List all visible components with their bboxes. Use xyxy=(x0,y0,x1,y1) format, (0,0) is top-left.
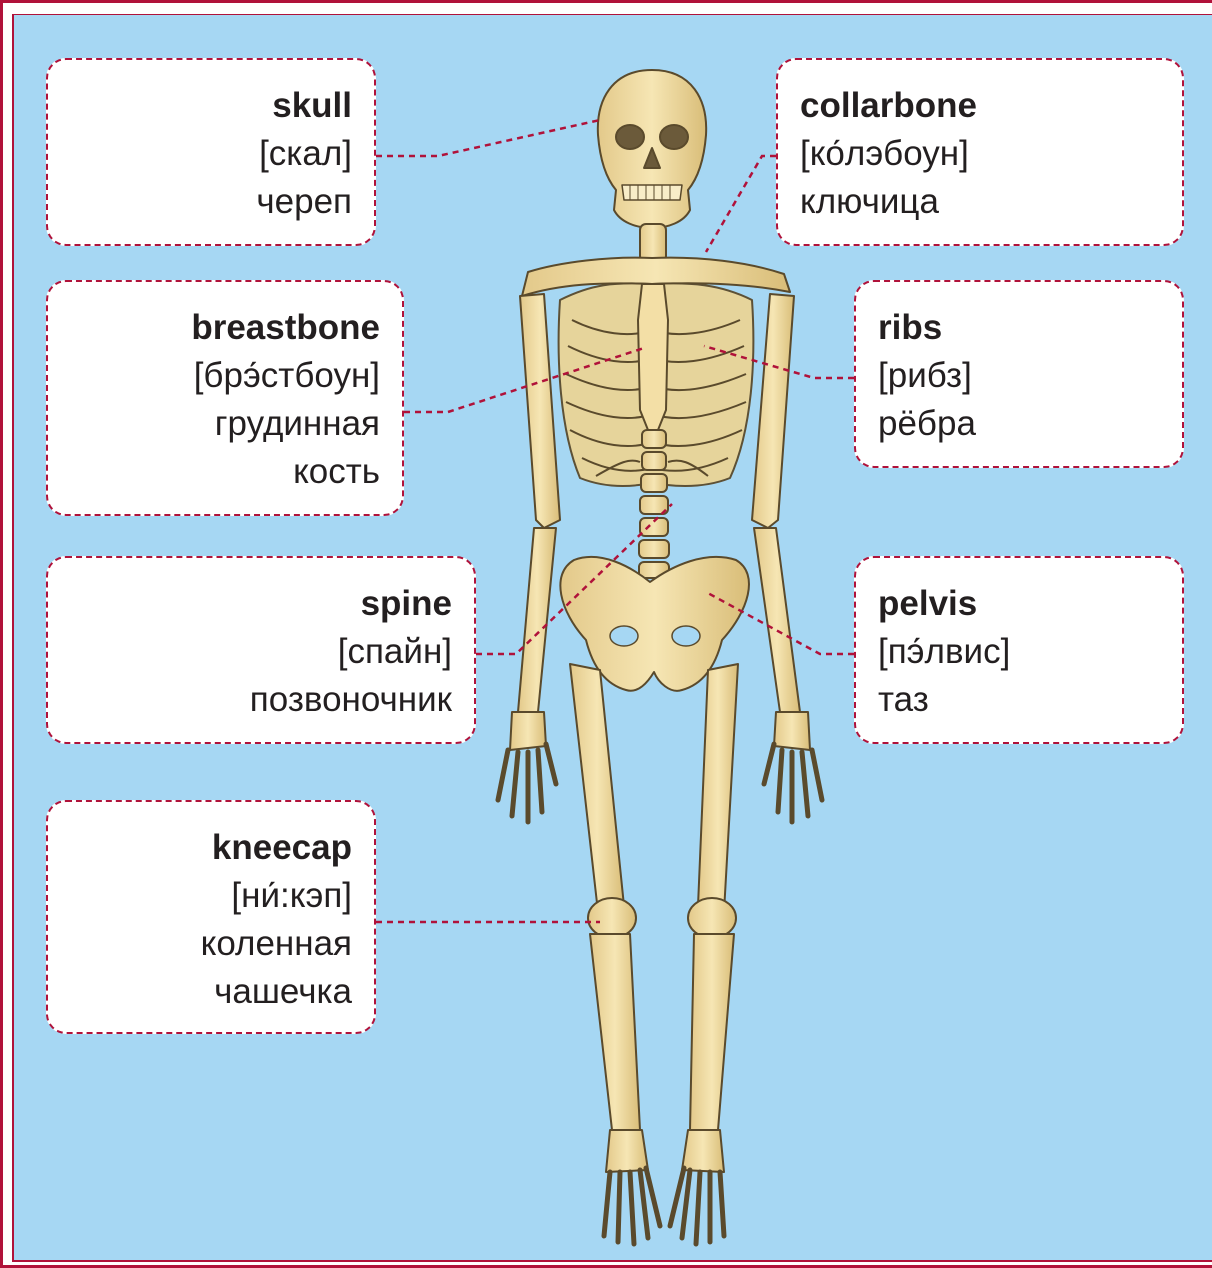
kneecap-transcription: [ни́:кэп] xyxy=(48,872,352,920)
breastbone-russian-line2: кость xyxy=(48,448,380,496)
right-kneecap xyxy=(688,898,736,938)
ribs-transcription: [рибз] xyxy=(878,352,1182,400)
kneecap-english: kneecap xyxy=(48,824,352,872)
skeleton-figure xyxy=(498,70,822,1244)
right-upper-arm xyxy=(752,294,794,528)
skull-russian: череп xyxy=(48,178,352,226)
spine-bone xyxy=(639,430,669,578)
pelvis-transcription: [пэ́лвис] xyxy=(878,628,1182,676)
spine-label: spine [спайн] позвоночник xyxy=(46,556,476,744)
neck-vertebrae xyxy=(640,224,666,262)
skull-bone xyxy=(598,70,706,228)
ribs-russian: рёбра xyxy=(878,400,1182,448)
collarbone-leader xyxy=(706,156,776,252)
collarbone-russian: ключица xyxy=(800,178,1182,226)
breastbone-russian: грудинная xyxy=(48,400,380,448)
kneecap-russian-line2: чашечка xyxy=(48,968,352,1016)
left-thigh xyxy=(570,664,624,912)
collarbone-english: collarbone xyxy=(800,82,1182,130)
left-shin xyxy=(590,934,640,1130)
right-hand xyxy=(764,712,822,822)
right-forearm xyxy=(754,528,800,712)
kneecap-label: kneecap [ни́:кэп] коленная чашечка xyxy=(46,800,376,1034)
right-thigh xyxy=(698,664,738,912)
right-shin xyxy=(690,934,734,1130)
left-foot xyxy=(604,1130,660,1244)
ribs-english: ribs xyxy=(878,304,1182,352)
spine-english: spine xyxy=(48,580,452,628)
kneecap-russian: коленная xyxy=(48,920,352,968)
skull-english: skull xyxy=(48,82,352,130)
sternum-bone xyxy=(638,284,668,430)
breastbone-transcription: [брэ́стбоун] xyxy=(48,352,380,400)
spine-russian: позвоночник xyxy=(48,676,452,724)
pelvis-russian: таз xyxy=(878,676,1182,724)
ribs-label: ribs [рибз] рёбра xyxy=(854,280,1184,468)
collarbone-label: collarbone [ко́лэбоун] ключица xyxy=(776,58,1184,246)
collarbone-transcription: [ко́лэбоун] xyxy=(800,130,1182,178)
breastbone-label: breastbone [брэ́стбоун] грудинная кость xyxy=(46,280,404,516)
right-foot xyxy=(670,1130,724,1244)
spine-transcription: [спайн] xyxy=(48,628,452,676)
pelvis-english: pelvis xyxy=(878,580,1182,628)
left-upper-arm xyxy=(520,294,560,528)
skull-leader xyxy=(376,120,600,156)
skull-label: skull [скал] череп xyxy=(46,58,376,246)
left-kneecap xyxy=(588,898,636,938)
skull-transcription: [скал] xyxy=(48,130,352,178)
pelvis-label: pelvis [пэ́лвис] таз xyxy=(854,556,1184,744)
breastbone-english: breastbone xyxy=(48,304,380,352)
left-hand xyxy=(498,712,556,822)
